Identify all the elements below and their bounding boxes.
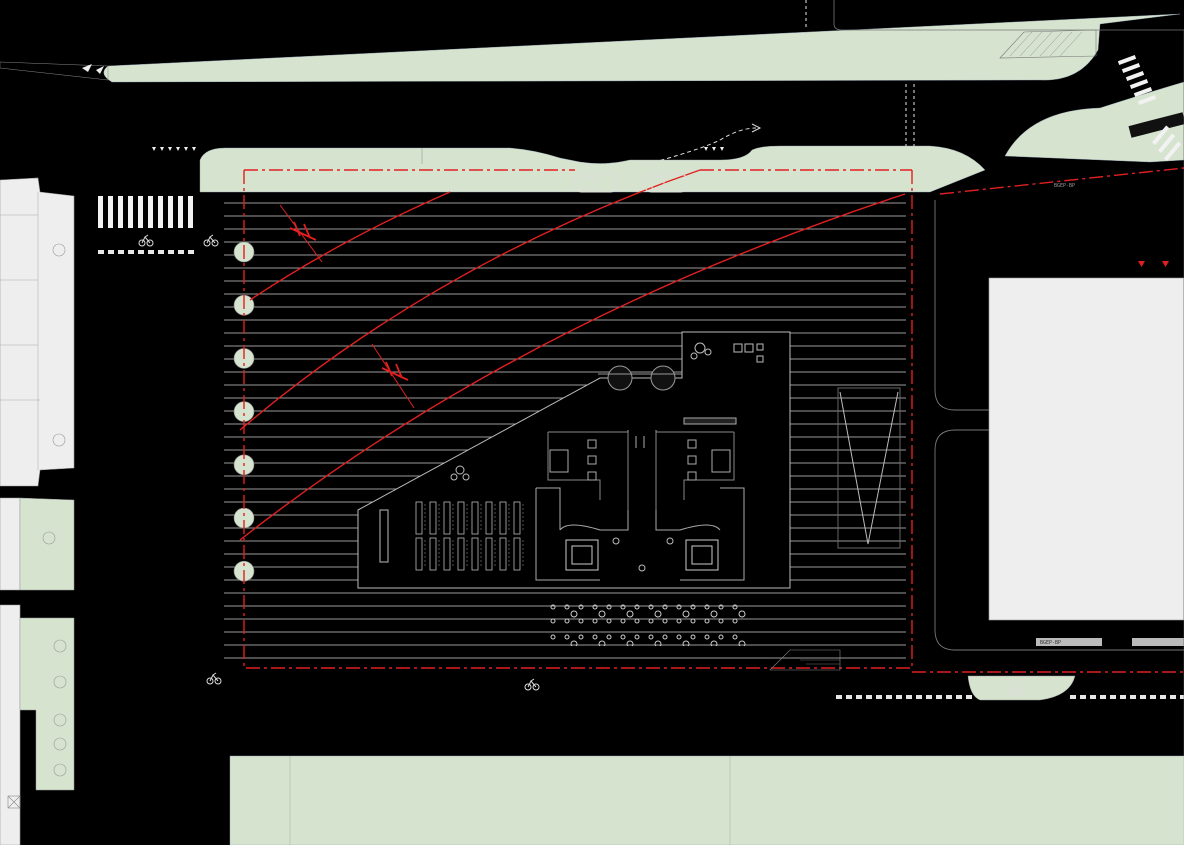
desk [429,501,437,535]
bicycle-icon [203,234,219,247]
desk [471,537,479,571]
desk [415,537,423,571]
desk [485,537,493,571]
bicycle-icon [138,234,154,247]
triangular-feature [837,387,901,549]
desk [457,501,465,535]
car-icon [573,173,619,193]
bicycle-icon [1008,684,1024,697]
outdoor-seating [550,598,746,646]
desk [513,537,521,571]
site-boundary [239,167,1184,673]
left-buildings [0,177,75,845]
green-space [19,497,75,591]
tree-icon [53,763,67,777]
right-building [934,30,1184,845]
building-block [0,177,75,487]
desk [415,501,423,535]
bottom-greenway [229,649,1184,845]
desk-grid [415,501,524,571]
green-space [103,13,1181,83]
building-block [0,604,21,845]
tree-icon [53,737,67,751]
desk [429,537,437,571]
road-code-label-right: BGEP-BP [1040,640,1061,646]
desk [513,501,521,535]
triangle-marker-icon [152,147,724,151]
bike-lane-island [967,675,1076,701]
road-code-label: BGEP-BP [1054,183,1075,189]
triangle-marker-icon [1138,261,1169,267]
table-set-icon [455,465,465,475]
desk [485,501,493,535]
driveway-arrow [639,127,757,167]
desk [443,537,451,571]
tree-icon [52,433,66,447]
desk [457,537,465,571]
central-pavilion [357,331,791,589]
car-icon [643,173,689,193]
desk [443,501,451,535]
desk [471,501,479,535]
tree-icon [53,713,67,727]
tree-icon [42,531,56,545]
building-footprint [988,277,1184,621]
tree-icon [52,243,66,257]
crosswalk-top-left [98,196,193,228]
tree-icon [53,675,67,689]
road-markings [98,0,1184,699]
green-space [19,617,75,791]
bicycle-icon [206,672,222,685]
building-block [0,497,21,591]
top-greenway [0,13,1184,193]
crosswalk-top-right [1117,55,1182,161]
bicycle-icon [524,678,540,691]
pavilion-outline [357,331,791,589]
green-space [199,145,986,193]
green-space [229,755,1184,845]
desk [499,537,507,571]
table-set-icon [694,342,706,354]
desk [499,501,507,535]
tree-icon [53,639,67,653]
